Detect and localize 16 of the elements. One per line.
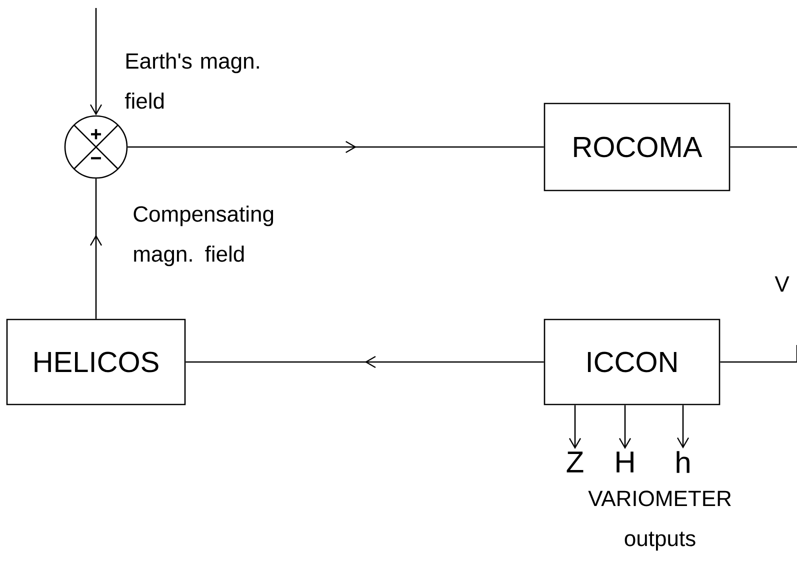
edge-label: Compensating magn. field bbox=[134, 206, 274, 266]
process-box: ROCOMA bbox=[544, 102, 730, 192]
partial-letter: V bbox=[774, 276, 790, 292]
process-box: HELICOS bbox=[6, 318, 186, 406]
summing-junction: + − bbox=[64, 115, 128, 179]
connector-line bbox=[730, 146, 797, 148]
arrow bbox=[90, 8, 102, 116]
caption-text: VARIOMETER outputs bbox=[588, 490, 731, 551]
output-letter: H bbox=[616, 452, 634, 472]
process-box: ICCON bbox=[544, 318, 720, 406]
edge-label: Earth's magn. field bbox=[124, 52, 259, 109]
arrow bbox=[677, 405, 690, 448]
arrow bbox=[568, 405, 582, 450]
output-letter: Z bbox=[566, 452, 584, 472]
arrow bbox=[619, 405, 632, 450]
output-letter: h bbox=[676, 451, 690, 473]
